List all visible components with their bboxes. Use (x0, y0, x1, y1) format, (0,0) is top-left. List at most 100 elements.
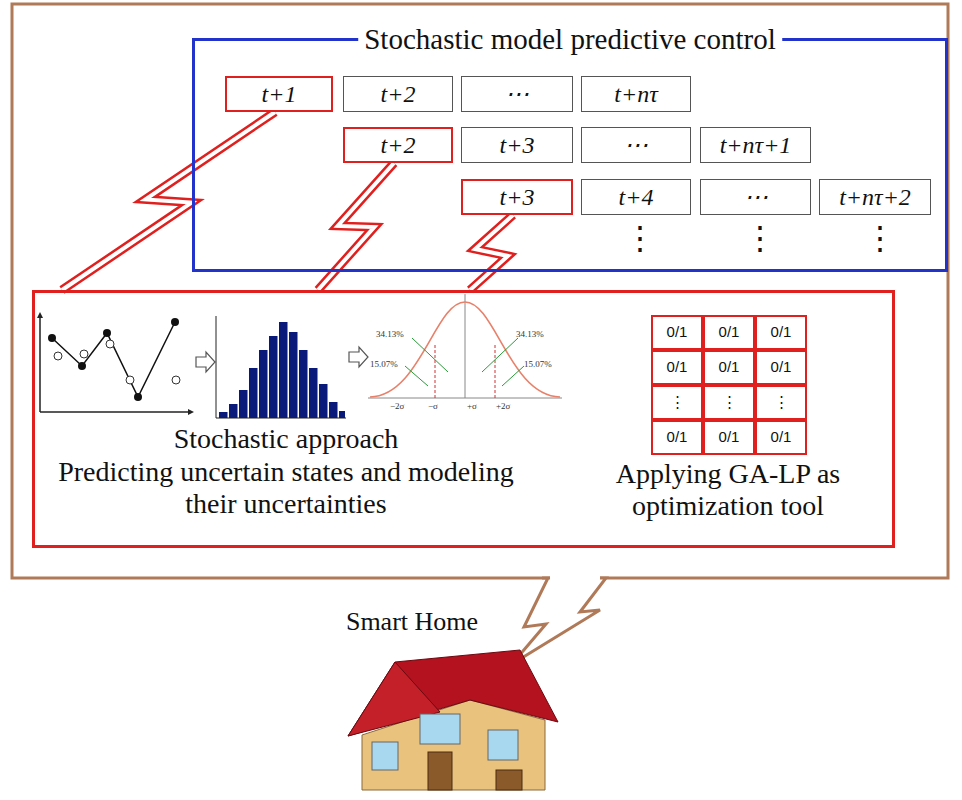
line-chart (188, 409, 194, 415)
binary-cell: ⋮ (651, 385, 703, 420)
horizon-cell: t+4 (581, 179, 691, 215)
binary-cell: 0/1 (755, 315, 807, 350)
time-step: t+2 (381, 132, 416, 158)
time-step: t+nτ+2 (839, 184, 911, 210)
bell-curve (412, 338, 448, 372)
histogram (219, 322, 345, 418)
histogram (329, 402, 338, 418)
lightning-connector (470, 215, 513, 290)
binary-cell: 0/1 (755, 350, 807, 385)
continuation-dots: ⋮ (624, 222, 656, 254)
histogram (216, 316, 217, 418)
time-step: t+2 (381, 81, 416, 107)
lightning-connector (62, 112, 275, 290)
line-chart (171, 318, 179, 326)
house (428, 752, 452, 790)
line-chart (106, 340, 114, 348)
horizon-cell: t+nτ+2 (819, 179, 931, 215)
time-step: t+3 (500, 132, 535, 158)
binary-cell: 0/1 (703, 420, 755, 455)
bell-curve (482, 338, 518, 372)
binary-cell: 0/1 (651, 350, 703, 385)
outer-frame (512, 578, 606, 664)
cell-value: ⋮ (774, 394, 789, 411)
flow-arrow (349, 347, 368, 367)
curve-label: 15.07% (524, 360, 552, 369)
histogram (339, 411, 345, 418)
bell-curve (435, 345, 436, 398)
horizon-cell: t+nτ+1 (700, 127, 811, 163)
curve-label: +2σ (496, 402, 510, 411)
home-label: Smart Home (346, 609, 478, 635)
outer-frame (12, 4, 948, 578)
house (420, 714, 460, 744)
histogram (216, 316, 346, 418)
current-step-cell: t+2 (343, 127, 453, 163)
line-chart (48, 334, 56, 342)
time-step: ⋯ (624, 132, 648, 158)
time-step: t+4 (619, 184, 654, 210)
cell-value: 0/1 (667, 429, 688, 446)
histogram (239, 390, 248, 418)
horizon-cell: t+3 (461, 127, 573, 163)
binary-cell: 0/1 (703, 350, 755, 385)
line-chart (54, 352, 62, 360)
line-chart (134, 393, 142, 401)
cell-value: 0/1 (719, 429, 740, 446)
line-chart (52, 322, 175, 397)
panel-heading: Stochastic approach (51, 423, 521, 455)
house (348, 650, 558, 790)
time-step: t+nτ+1 (720, 132, 792, 158)
line-chart (37, 312, 194, 415)
curve-label: 34.13% (516, 330, 544, 339)
bell-curve (495, 345, 496, 398)
binary-cell: 0/1 (651, 315, 703, 350)
bell-curve (370, 302, 560, 397)
histogram (229, 404, 238, 418)
time-step: t+3 (500, 184, 535, 210)
line-chart (80, 350, 88, 358)
horizon-cell: ⋯ (461, 76, 573, 112)
binary-cell: ⋮ (703, 385, 755, 420)
line-chart (103, 329, 111, 337)
time-step: ⋯ (744, 184, 768, 210)
panel-text: Predicting uncertain states and modeling… (51, 456, 521, 520)
frame-title: Stochastic model predictive control (358, 22, 782, 56)
cell-value: 0/1 (771, 429, 792, 446)
house (372, 742, 398, 770)
outer-frame (550, 576, 600, 581)
panel-text: Applying GA-LP as optimization tool (563, 458, 893, 522)
current-step-cell: t+1 (225, 76, 333, 112)
histogram (219, 412, 228, 418)
time-step: t+1 (262, 81, 297, 107)
lightning-connector (62, 112, 275, 290)
curve-label: −σ (428, 402, 438, 411)
line-chart (78, 362, 86, 370)
histogram (319, 384, 328, 418)
curve-label: 34.13% (376, 330, 404, 339)
lightning-connector (470, 215, 513, 290)
curve-label: +σ (467, 402, 477, 411)
horizon-cell: t+nτ (581, 76, 691, 112)
cell-value: 0/1 (771, 359, 792, 376)
binary-cell: ⋮ (755, 385, 807, 420)
histogram (299, 350, 308, 418)
curve-label: −2σ (390, 402, 404, 411)
cell-value: 0/1 (719, 359, 740, 376)
outer-frame (12, 4, 948, 664)
histogram (269, 336, 278, 418)
bell-curve (405, 366, 428, 386)
bell-curve (502, 366, 524, 386)
cell-value: 0/1 (719, 324, 740, 341)
bell-curve (465, 294, 466, 398)
house (496, 770, 522, 790)
cell-value: ⋮ (722, 394, 737, 411)
cell-value: 0/1 (771, 324, 792, 341)
horizon-cell: t+2 (343, 76, 453, 112)
line-chart (39, 316, 41, 412)
histogram (249, 368, 258, 418)
